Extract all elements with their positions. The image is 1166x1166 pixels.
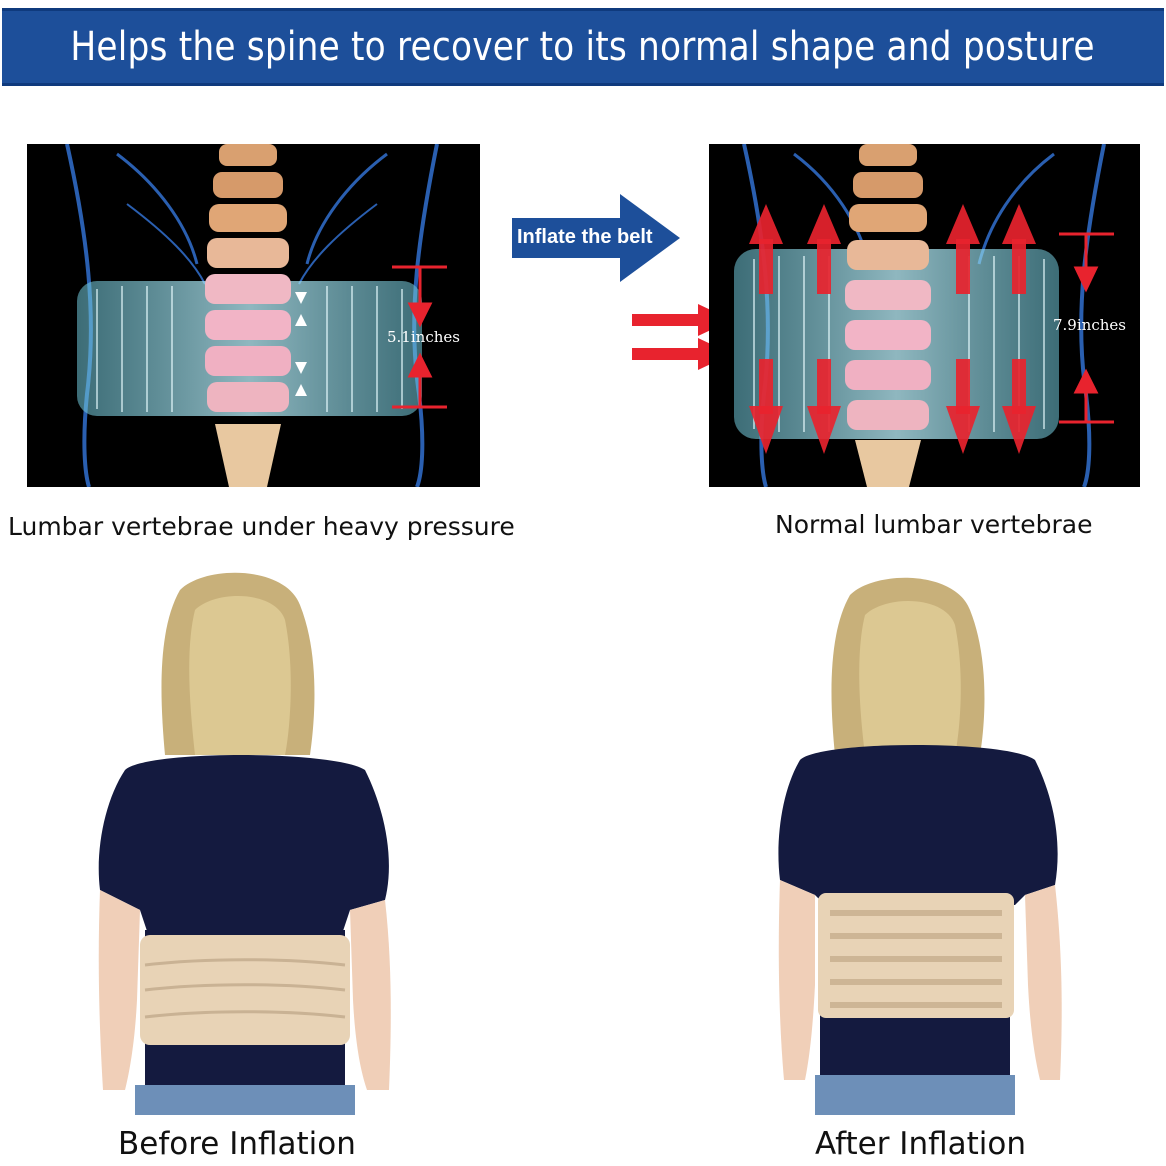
photo-before-inflation [98, 572, 391, 1115]
inflate-label: Inflate the belt [517, 226, 653, 248]
xray-normal-image: 7.9inches [709, 144, 1140, 487]
caption-before: Before Inflation [118, 1126, 356, 1162]
measurement-compressed: 5.1inches [387, 328, 460, 346]
caption-after: After Inflation [815, 1126, 1026, 1162]
photo-after-inflation [778, 577, 1062, 1115]
caption-normal: Normal lumbar vertebrae [775, 510, 1093, 539]
banner-title: Helps the spine to recover to its normal… [70, 24, 1096, 70]
header-banner: Helps the spine to recover to its normal… [2, 8, 1164, 86]
xray-compressed-image: 5.1inches [27, 144, 480, 487]
measurement-normal: 7.9inches [1053, 316, 1126, 334]
inflate-arrow-icon [512, 194, 680, 282]
caption-compressed: Lumbar vertebrae under heavy pressure [8, 512, 515, 541]
